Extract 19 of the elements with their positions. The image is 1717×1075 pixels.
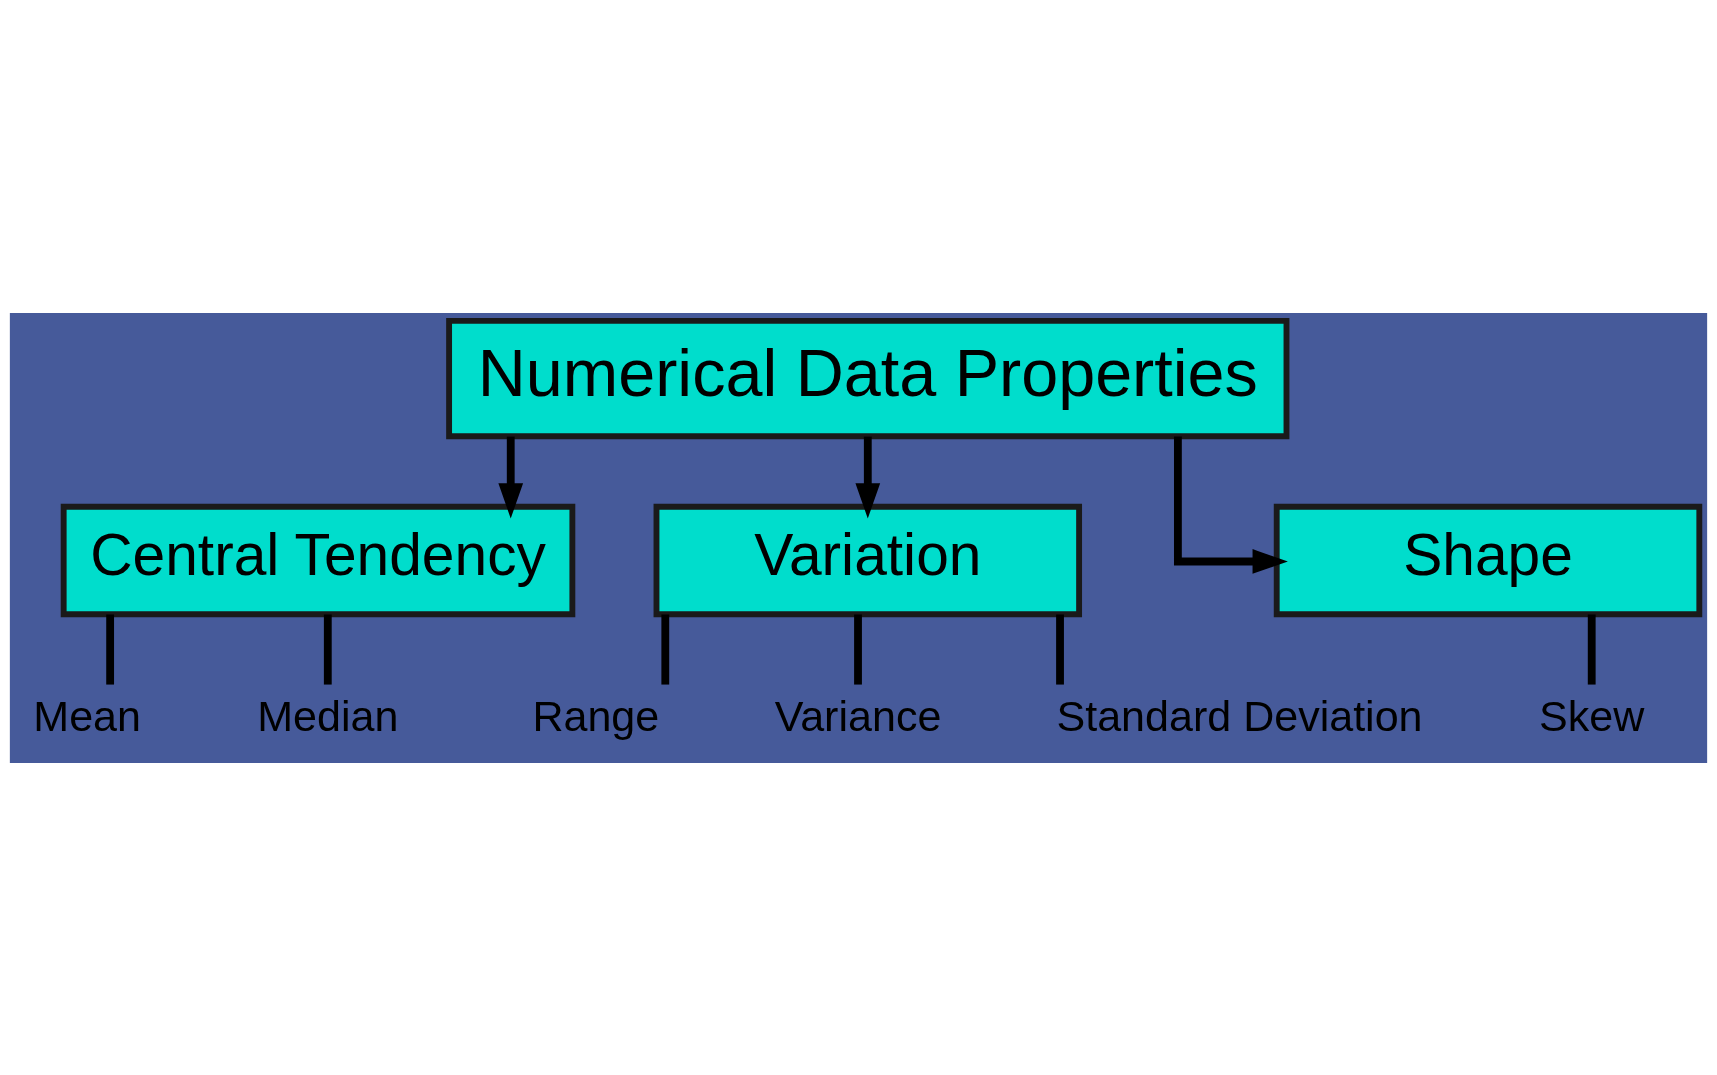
node-box: Central Tendency — [60, 503, 576, 617]
arrow — [855, 436, 881, 519]
connector — [1587, 614, 1596, 685]
node-text: Median — [257, 691, 399, 740]
arrow — [498, 436, 524, 519]
node-box: Numerical Data Properties — [446, 317, 1290, 439]
connector — [323, 614, 332, 685]
node-text: Skew — [1539, 691, 1645, 740]
connector — [106, 614, 115, 685]
connector — [661, 614, 670, 685]
node-text: Variance — [774, 691, 942, 740]
connector — [854, 614, 862, 685]
node-text: Range — [532, 691, 660, 740]
connector — [1056, 614, 1064, 685]
arrow — [1174, 435, 1288, 574]
node-box: Variation — [653, 503, 1083, 617]
node-text: Standard Deviation — [1056, 691, 1423, 740]
node-text: Mean — [33, 691, 141, 740]
node-box: Shape — [1273, 503, 1703, 617]
